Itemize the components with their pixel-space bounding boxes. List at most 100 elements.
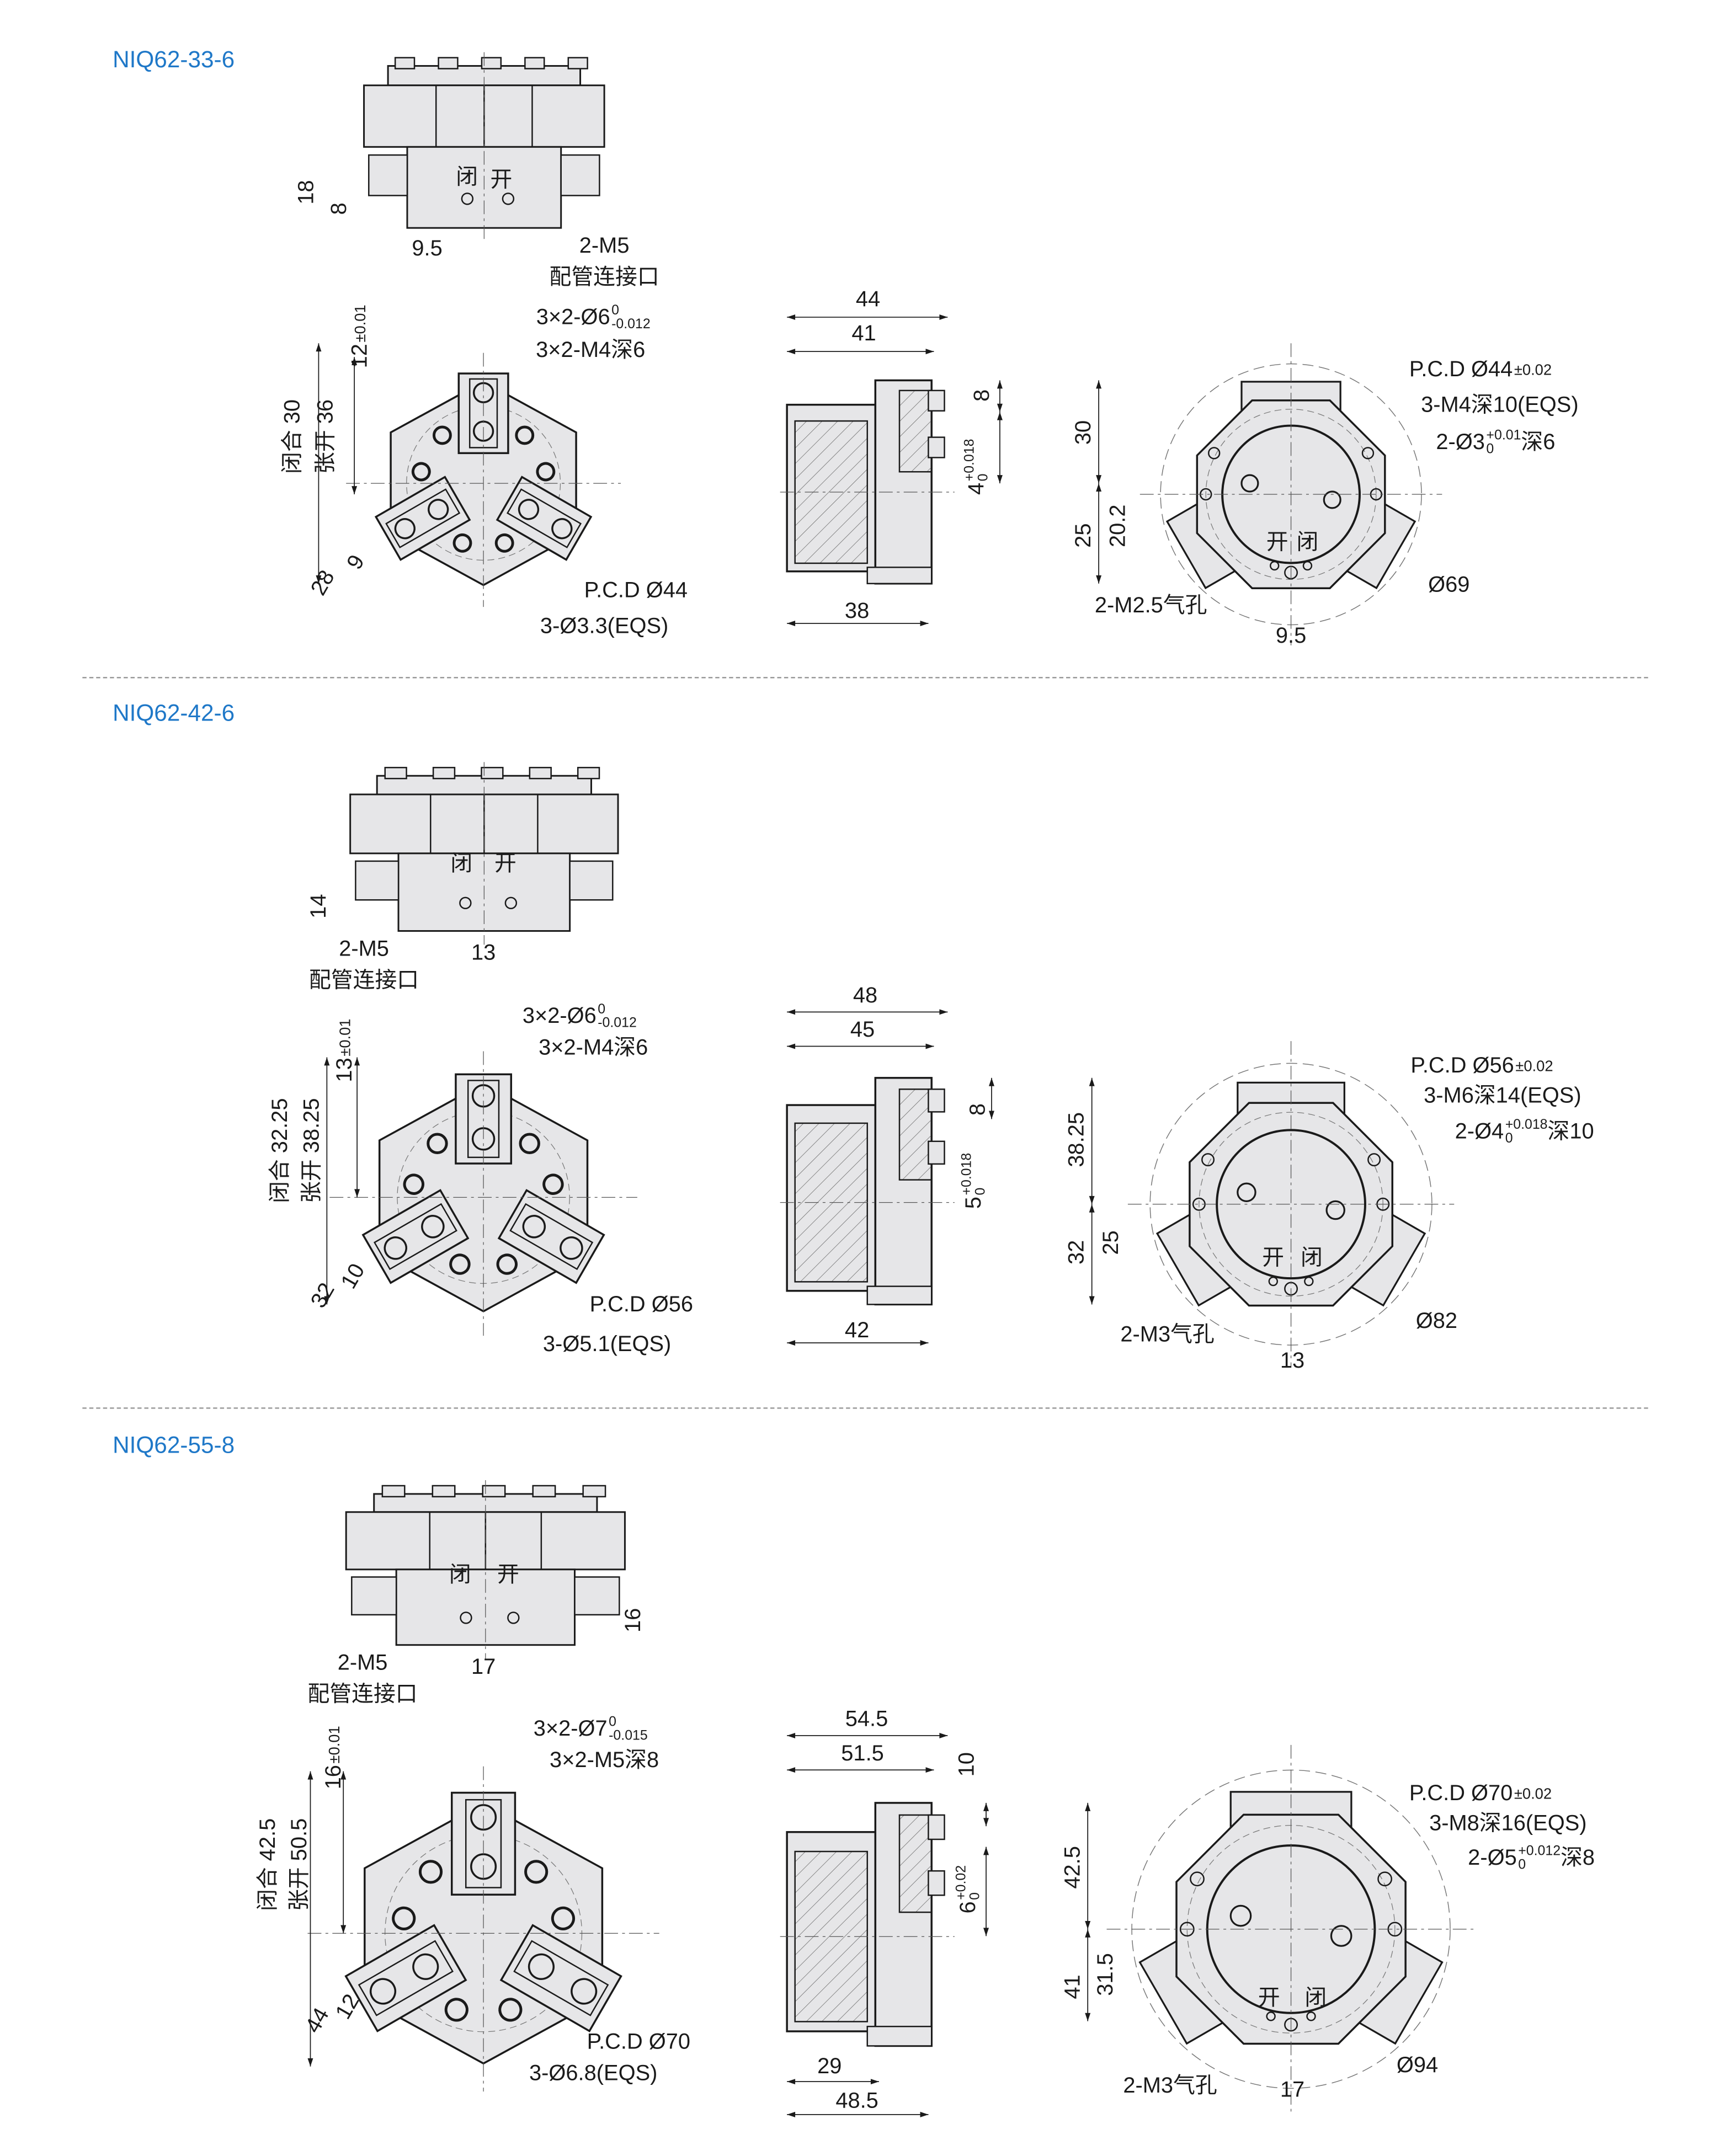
label-text: 8 [967,1103,991,1116]
thread-hole [428,499,449,520]
port-hole [504,896,518,910]
label-text: 8 [328,202,352,215]
side-view [786,1077,945,1306]
bottom-dim-down-label: 32 [1066,1240,1089,1264]
top-port-label: 2-M5 [579,236,630,258]
pin-hole [384,1236,408,1260]
jaw [494,462,593,561]
label-text: 闭合 32.25 [269,1098,293,1203]
bolt-hole [494,533,514,553]
label-main: 12 [349,344,372,369]
jaw [361,1173,471,1284]
jaw [496,1173,605,1284]
top-open-label: 开 [497,1565,519,1587]
label-text: 3-Ø5.1(EQS) [542,1333,672,1357]
side-step-label: 8 [971,389,994,402]
arrowhead [997,380,1003,412]
label-text: 44 [855,288,881,312]
label-text: P.C.D Ø44 [584,579,688,603]
pin-hole [1325,1200,1345,1220]
label-text: 16 [622,1608,646,1633]
label-text: 张开 38.25 [301,1098,324,1203]
label-text: 开 [1262,1246,1285,1271]
label-main: 2-Ø5 [1468,1847,1517,1870]
bolt-hole [411,462,431,482]
label-text: 2-M2.5气孔 [1094,594,1207,618]
arrowhead [997,412,1003,484]
top-port-desc-label: 配管连接口 [307,1684,417,1707]
top-close-label: 闭 [450,853,472,876]
tolerance-lower: 0 [1486,442,1494,457]
model-title: NIQ62-33-6 [113,46,235,73]
label-main: 4 [965,482,989,495]
label-main: 6 [957,1901,981,1914]
label-text: 闭 [449,1563,471,1588]
front-pcd-label: P.C.D Ø56 [590,1294,693,1317]
label-text: 2-M3气孔 [1123,2074,1217,2099]
tolerance-upper: 0 [598,1002,606,1018]
tolerance: ±0.02 [1514,361,1552,378]
bolt-head [384,767,407,780]
label-text: 31.5 [1094,1953,1118,1996]
label-main: 2-Ø3 [1436,431,1485,455]
air-port [1302,561,1313,571]
side-step-label: 8 [967,1103,991,1116]
air-port [1268,1276,1279,1287]
top-dim-a-label: 14 [308,894,331,919]
label-suffix: 深10 [1547,1120,1594,1144]
tolerance: ±0.01 [337,1018,354,1056]
jaw-plate [385,488,461,548]
label-text: 闭合 42.5 [257,1818,280,1912]
label-text: 闭 [1304,1987,1327,2010]
port-hole [507,1611,520,1624]
pin-hole [560,1236,583,1260]
side-step-label: 10 [956,1752,979,1776]
label-text: 开 [1266,531,1288,555]
label-text: 张开 36 [314,399,338,474]
tolerance: ±0.01 [326,1726,343,1764]
top-port-label: 2-M5 [338,1652,388,1675]
side-jaw-right [560,154,600,196]
pin-hole [1237,1182,1256,1203]
top-dim-c-label: 9.5 [412,238,442,261]
side-jaw-left [351,1576,397,1616]
port-hole [460,1611,472,1624]
bolt-hole [551,1906,576,1930]
label-text: 25 [1100,1230,1123,1255]
air-port [1306,2011,1316,2021]
side-inner-label: 51.5 [841,1743,884,1766]
label-text: 18 [295,180,319,205]
label-text: 3-M6深14(EQS) [1424,1085,1581,1108]
bolt-head [524,57,545,70]
arrowhead [989,1077,994,1119]
thread-hole [528,1953,555,1980]
label-text: 3-M8深16(EQS) [1429,1812,1587,1836]
bolt-head [481,767,504,780]
pin-hole [551,518,573,540]
section-divider [82,1407,1648,1409]
bottom-dim-up-label: 30 [1073,420,1096,445]
bottom-open-label: 开 [1258,1988,1280,2010]
port-hole [502,193,515,205]
pin-hole [1240,474,1259,493]
side-view [786,1802,945,2047]
side-total-label: 54.5 [845,1709,888,1732]
bolt-hole [524,1860,549,1884]
tolerance-upper: +0.02 [954,1865,970,1900]
bolt-head [532,1485,556,1498]
bolt-head [481,57,502,70]
top-port-desc-label: 配管连接口 [550,267,659,290]
front-closed-label: 闭合 30 [281,399,305,474]
mount-hole [1377,1871,1392,1887]
side-jaw-right [569,860,614,901]
label-text: 2-M5 [339,937,389,962]
tolerance-upper: 0 [609,1715,616,1731]
pcd-circle [406,406,561,561]
bolt-head [928,436,945,458]
label-text: 3-Ø6.8(EQS) [529,2062,658,2086]
side-total-label: 48 [853,985,877,1008]
port-hole [461,193,474,205]
